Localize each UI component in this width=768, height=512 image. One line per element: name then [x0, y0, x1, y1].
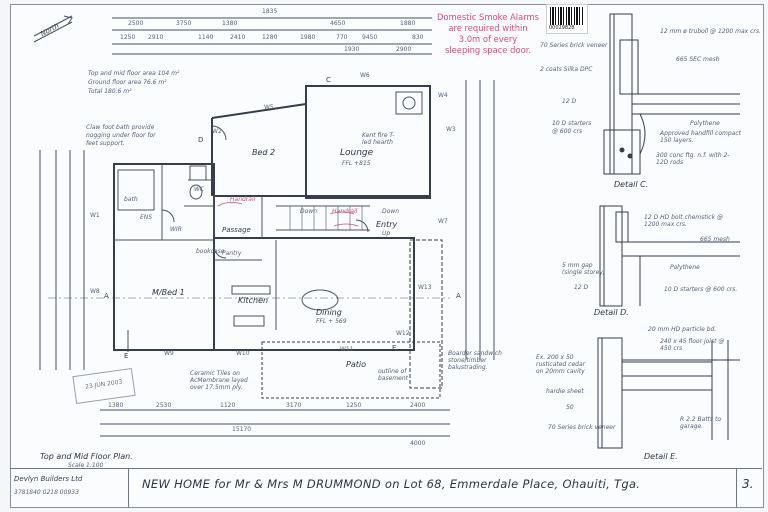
title-block: Devlyn Builders Ltd 3781840 0218 00933 N… — [10, 468, 762, 507]
project-title-cell: NEW HOME for Mr & Mrs M DRUMMOND on Lot … — [128, 469, 737, 507]
room-bath: bath — [124, 196, 138, 203]
room-lounge: Lounge — [340, 148, 374, 158]
room-ens: ENS — [140, 214, 153, 221]
room-wc: WC — [194, 186, 205, 193]
barcode: 00029828 — [546, 4, 588, 34]
section-mark-d: D — [198, 136, 204, 144]
builder-info: Devlyn Builders Ltd 3781840 0218 00933 — [10, 469, 129, 507]
section-mark-a-left: A — [104, 292, 109, 300]
builder-phone: 3781840 0218 00933 — [14, 489, 79, 496]
stair-down-1: Down — [300, 208, 318, 215]
sheet-number-cell: 3. — [736, 469, 762, 507]
room-dining: Dining — [316, 308, 342, 317]
clawfoot-note: Claw foot bath provide nogging under flo… — [86, 124, 156, 147]
balustrade-note: Boarder sandwich stone/timber balustradi… — [448, 350, 502, 371]
room-bed2: Bed 2 — [252, 148, 276, 157]
section-mark-e2: E — [392, 344, 397, 352]
plan-title: Top and Mid Floor Plan. — [40, 452, 133, 461]
room-patio: Patio — [346, 360, 366, 369]
room-wir: WIR — [170, 226, 182, 233]
stair-down-2: Down — [382, 208, 400, 215]
project-title: NEW HOME for Mr & Mrs M DRUMMOND on Lot … — [142, 477, 641, 491]
room-pantry: Pantry — [222, 250, 242, 257]
section-mark-c: C — [326, 76, 331, 84]
room-passage: Passage — [222, 226, 251, 234]
sheet-number: 3. — [742, 477, 754, 491]
room-kitchen: Kitchen — [238, 296, 269, 305]
handrail-label-2: Handrail — [332, 208, 358, 215]
barcode-number: 00029828 — [549, 25, 575, 31]
section-mark-e: E — [124, 352, 129, 360]
room-bookcase: bookcase — [196, 248, 225, 255]
ceramic-tiles-note: Ceramic Tiles on AcMembrane layed over 1… — [190, 370, 248, 391]
builder-name: Devlyn Builders Ltd — [14, 475, 83, 483]
smoke-alarm-note: Domestic Smoke Alarms are required withi… — [436, 12, 540, 55]
plan-scale: Scale 1:100 — [68, 462, 104, 469]
handrail-label-1: Handrail — [230, 196, 256, 203]
basement-outline-note: outline of basement — [378, 368, 408, 382]
kent-fire-note: Kent fire T-led hearth — [362, 132, 395, 146]
room-mbed1: M/Bed 1 — [152, 288, 185, 297]
lounge-ffl: FFL +815 — [342, 160, 371, 167]
barcode-bars — [550, 7, 584, 25]
dining-ffl: FFL + 569 — [316, 318, 347, 325]
room-entry: Entry — [376, 220, 398, 229]
stair-up: Up — [382, 230, 391, 237]
section-mark-a-right: A — [456, 292, 461, 300]
